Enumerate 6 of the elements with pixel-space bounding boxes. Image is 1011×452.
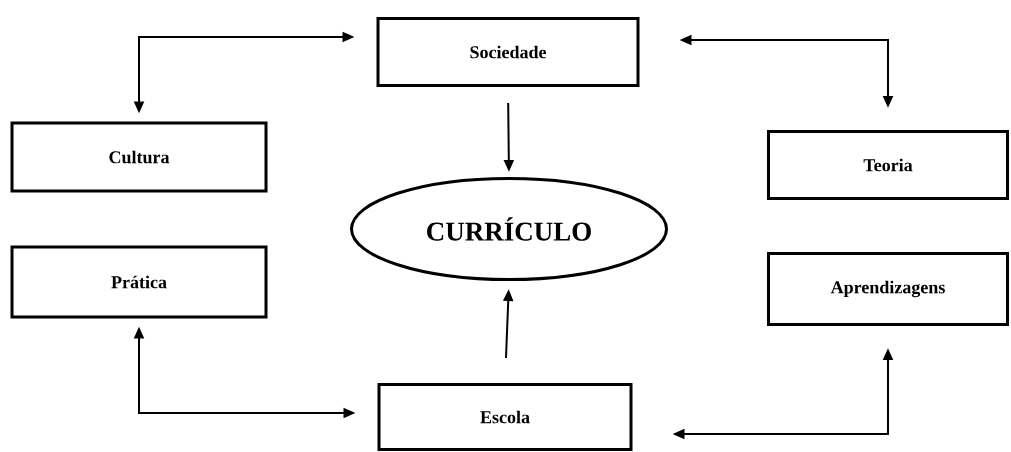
text-box: Prática [10, 245, 268, 319]
text-box: Sociedade [376, 17, 640, 87]
text-box: Aprendizagens [767, 252, 1009, 326]
text-box: Escola [377, 383, 633, 451]
text-box: Teoria [767, 130, 1009, 200]
text-box: Cultura [10, 121, 268, 193]
